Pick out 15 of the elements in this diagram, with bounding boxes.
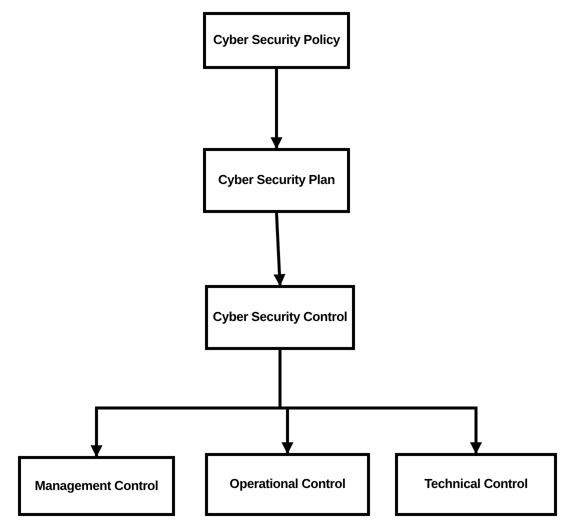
arrow (270, 69, 282, 150)
process-box (203, 148, 350, 213)
process-box (205, 285, 355, 350)
arrow (278, 350, 482, 454)
box-label: Operational Control (230, 476, 346, 493)
process-box (18, 456, 175, 516)
box-label: Cyber Security Policy (213, 32, 340, 49)
process-box (203, 12, 350, 69)
process-box (205, 453, 370, 516)
box-label: Management Control (34, 478, 158, 494)
box-label: Cyber Security Control (212, 309, 348, 326)
process-box (395, 453, 557, 516)
box-label: Technical Control (424, 476, 528, 493)
box-label: Cyber Security Plan (218, 172, 335, 189)
arrow (273, 212, 286, 286)
